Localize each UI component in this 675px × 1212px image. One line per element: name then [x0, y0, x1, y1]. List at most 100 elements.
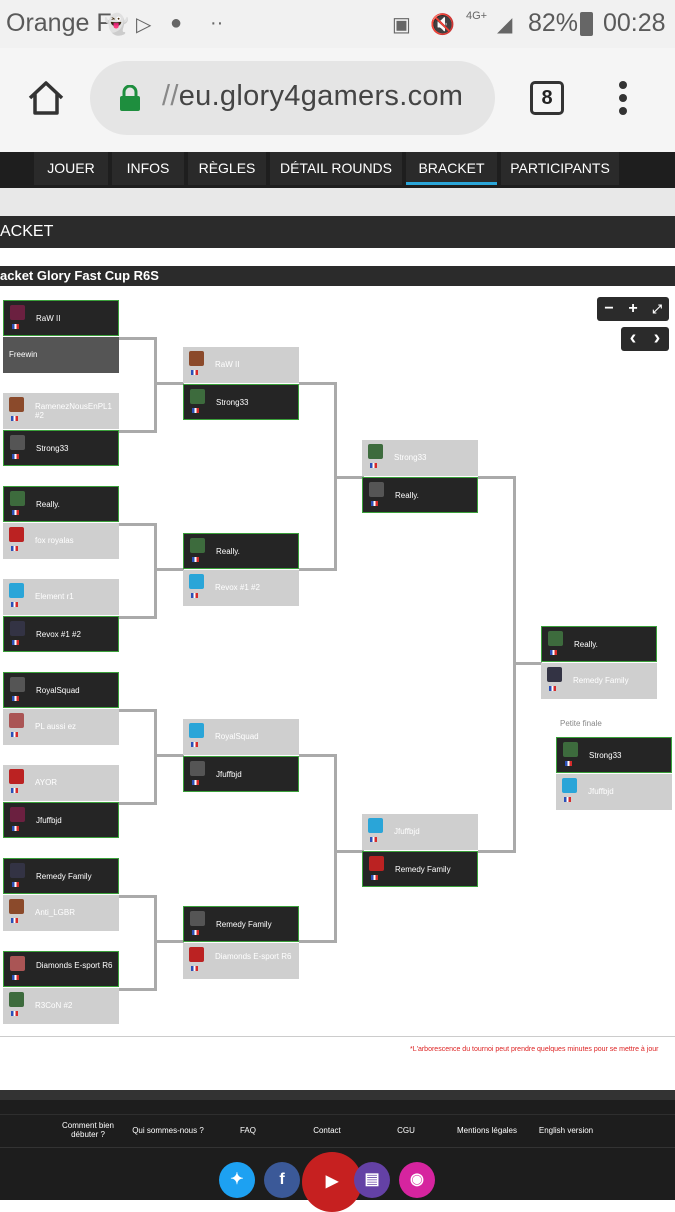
team-name: Jfuffbjd — [588, 787, 614, 796]
bracket-connector — [478, 850, 515, 853]
zoom-out-button[interactable]: − — [604, 300, 614, 317]
team-slot[interactable]: PL aussi ez — [3, 709, 119, 745]
team-slot[interactable]: Element r1 — [3, 579, 119, 615]
flag-icon — [11, 416, 18, 421]
flag-icon — [12, 882, 19, 887]
fullscreen-button[interactable]: ⤢ — [652, 302, 662, 316]
team-slot[interactable]: Diamonds E-sport R6 — [183, 943, 299, 979]
team-slot[interactable]: Remedy Family — [362, 851, 478, 887]
team-slot[interactable]: Remedy Family — [541, 663, 657, 699]
tab-infos[interactable]: INFOS — [112, 152, 184, 185]
footer-link-english[interactable]: English version — [538, 1126, 594, 1135]
flag-icon — [11, 546, 18, 551]
browser-toolbar: //eu.glory4gamers.com 8 — [0, 48, 675, 152]
flag-icon — [370, 837, 377, 842]
snapchat-icon: 👻 — [104, 14, 129, 36]
tab-regles[interactable]: RÈGLES — [188, 152, 266, 185]
team-name: Remedy Family — [573, 676, 629, 685]
pan-right-button[interactable]: › — [653, 327, 661, 349]
update-note: *L'arborescence du tournoi peut prendre … — [410, 1046, 659, 1053]
team-name: R3CoN #2 — [35, 1001, 73, 1010]
bracket-connector — [334, 850, 364, 853]
team-slot[interactable]: RaW II — [3, 300, 119, 336]
flag-icon — [549, 686, 556, 691]
team-logo-icon — [548, 631, 563, 646]
flag-icon — [192, 408, 199, 413]
team-slot[interactable]: R3CoN #2 — [3, 988, 119, 1024]
flag-icon — [11, 1011, 18, 1016]
team-slot[interactable]: fox royalas — [3, 523, 119, 559]
carrier-name: Orange F — [6, 9, 112, 37]
tab-label: DÉTAIL ROUNDS — [279, 160, 392, 176]
team-slot[interactable]: Jfuffbjd — [183, 756, 299, 792]
team-slot[interactable]: Diamonds E-sport R6 — [3, 951, 119, 987]
instagram-icon[interactable]: ◉ — [399, 1162, 435, 1198]
discord-icon: ● — [170, 12, 183, 34]
tab-jouer[interactable]: JOUER — [34, 152, 108, 185]
team-logo-icon — [369, 856, 384, 871]
team-slot[interactable]: Really. — [541, 626, 657, 662]
home-icon[interactable] — [26, 78, 66, 118]
tab-bracket[interactable]: BRACKET — [406, 152, 497, 185]
footer-link-faq[interactable]: FAQ — [239, 1126, 256, 1135]
footer-link-cgu[interactable]: CGU — [397, 1126, 415, 1135]
bracket-connector — [154, 337, 157, 433]
clock: 00:28 — [603, 9, 666, 37]
team-slot[interactable]: Jfuffbjd — [362, 814, 478, 850]
team-slot[interactable]: Revox #1 #2 — [3, 616, 119, 652]
team-slot[interactable]: RaW II — [183, 347, 299, 383]
team-slot[interactable]: Strong33 — [556, 737, 672, 773]
team-slot[interactable]: Jfuffbjd — [556, 774, 672, 810]
team-name: Strong33 — [216, 398, 249, 407]
team-slot[interactable]: Strong33 — [183, 384, 299, 420]
footer-link-getting-started[interactable]: Comment bien débuter ? — [61, 1121, 115, 1139]
tab-switcher-button[interactable]: 8 — [530, 81, 564, 115]
team-slot[interactable]: Really. — [183, 533, 299, 569]
team-slot[interactable]: RoyalSquad — [183, 719, 299, 755]
facebook-icon[interactable]: f — [264, 1162, 300, 1198]
team-slot[interactable]: AYOR — [3, 765, 119, 801]
site-footer: Comment bien débuter ? Qui sommes-nous ?… — [0, 1100, 675, 1212]
zoom-controls: − + ⤢ — [597, 297, 669, 321]
team-name: Revox #1 #2 — [36, 630, 81, 639]
team-slot[interactable]: Strong33 — [3, 430, 119, 466]
footer-link-about[interactable]: Qui sommes-nous ? — [132, 1126, 204, 1135]
team-name: Remedy Family — [36, 872, 92, 881]
address-bar[interactable] — [90, 61, 495, 135]
lock-icon[interactable] — [118, 85, 142, 111]
team-slot[interactable]: Freewin — [3, 337, 119, 373]
browser-menu-icon[interactable] — [617, 78, 629, 118]
team-name: fox royalas — [35, 536, 74, 545]
zoom-in-button[interactable]: + — [628, 300, 638, 317]
team-slot[interactable]: Remedy Family — [183, 906, 299, 942]
tab-detail-rounds[interactable]: DÉTAIL ROUNDS — [270, 152, 402, 185]
team-name: RaW II — [215, 360, 240, 369]
flag-icon — [12, 510, 19, 515]
twitter-icon[interactable]: ✦ — [219, 1162, 255, 1198]
team-slot[interactable]: Anti_LGBR — [3, 895, 119, 931]
battery-percent: 82% — [528, 9, 579, 37]
team-logo-icon — [368, 818, 383, 833]
url-text[interactable]: //eu.glory4gamers.com — [162, 80, 463, 113]
bracket-title: acket Glory Fast Cup R6S — [0, 266, 675, 286]
more-dots-icon: ·· — [210, 12, 224, 34]
team-slot[interactable]: RoyalSquad — [3, 672, 119, 708]
twitch-icon[interactable]: ▤ — [354, 1162, 390, 1198]
team-slot[interactable]: Really. — [3, 486, 119, 522]
footer-top-strip — [0, 1090, 675, 1100]
bracket-connector — [119, 895, 156, 898]
footer-link-legal[interactable]: Mentions légales — [456, 1126, 518, 1135]
team-slot[interactable]: Remedy Family — [3, 858, 119, 894]
team-slot[interactable]: RamenezNousEnPL1 #2 — [3, 393, 119, 429]
tab-participants[interactable]: PARTICIPANTS — [501, 152, 619, 185]
team-name: Really. — [395, 491, 419, 500]
team-slot[interactable]: Revox #1 #2 — [183, 570, 299, 606]
team-slot[interactable]: Really. — [362, 477, 478, 513]
team-slot[interactable]: Jfuffbjd — [3, 802, 119, 838]
team-name: PL aussi ez — [35, 722, 77, 731]
footer-link-contact[interactable]: Contact — [313, 1126, 341, 1135]
team-slot[interactable]: Strong33 — [362, 440, 478, 476]
flag-icon — [192, 780, 199, 785]
youtube-icon[interactable]: ▶ — [302, 1152, 362, 1212]
pan-left-button[interactable]: ‹ — [629, 327, 637, 349]
